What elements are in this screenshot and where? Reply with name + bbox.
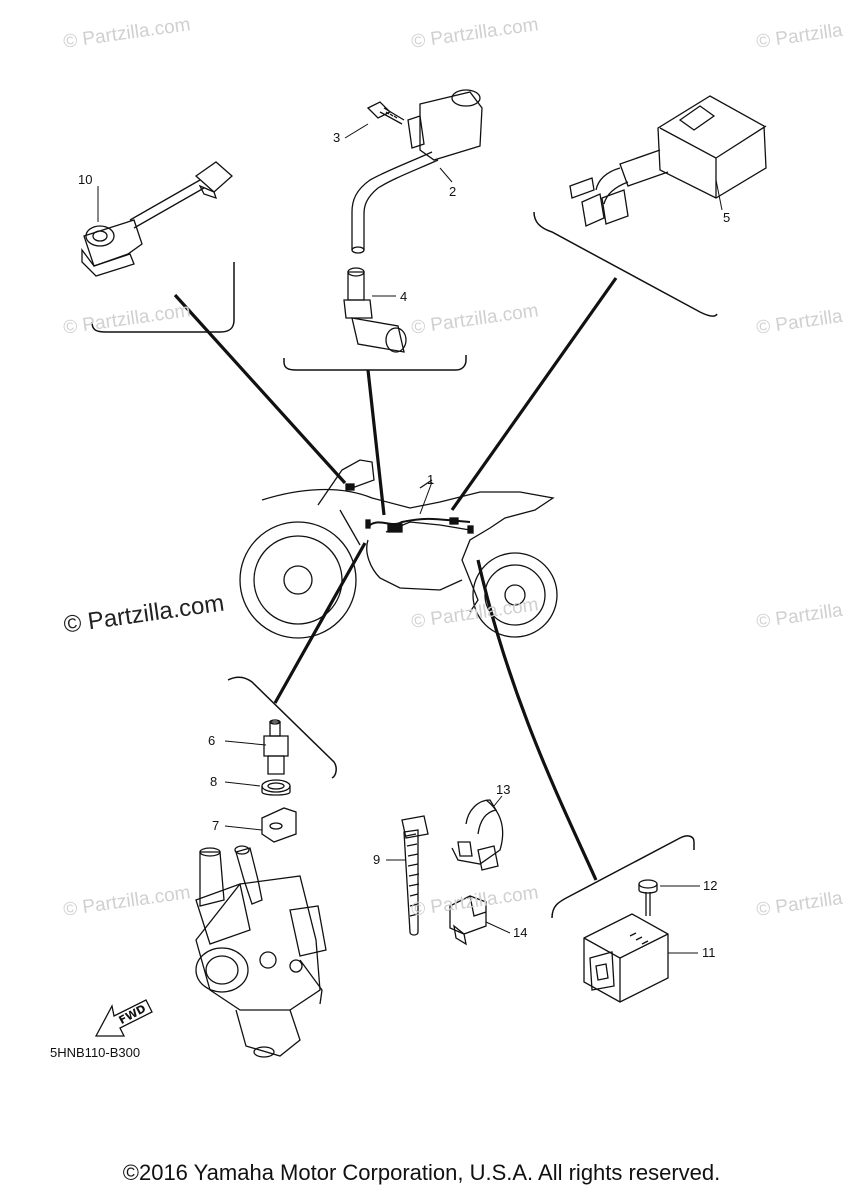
wire-harness-part-1 [345,479,474,534]
callout-3[interactable]: 3 [333,130,341,145]
callout-10[interactable]: 10 [78,172,93,187]
bolt-part-3 [366,101,405,125]
diagram-code: 5HNB110-B300 [50,1045,141,1060]
callout-13[interactable]: 13 [496,782,511,797]
callout-5[interactable]: 5 [723,210,731,225]
callout-1[interactable]: 1 [427,472,435,487]
ignition-coil-part-2 [351,89,483,254]
bracket-group-10 [91,262,347,485]
callout-12[interactable]: 12 [703,878,718,893]
callout-9[interactable]: 9 [373,852,381,867]
plug-cap-part-4 [343,267,407,353]
callout-7[interactable]: 7 [212,818,220,833]
callout-8[interactable]: 8 [210,774,218,789]
fitting-part-6 [263,719,289,775]
sensor-part-10 [81,161,233,277]
holder-part-14 [449,895,487,946]
callout-2[interactable]: 2 [449,184,457,199]
screw-part-12 [638,879,658,916]
bracket-part-7 [261,807,297,843]
clamp-part-13 [451,799,504,871]
cable-tie-part-9 [401,815,429,936]
bracket-group-6-8-7 [227,542,367,779]
callout-6[interactable]: 6 [208,733,216,748]
copyright-notice: ©2016 Yamaha Motor Corporation, U.S.A. A… [122,1160,721,1185]
carburetor-assembly [195,845,327,1058]
callout-11[interactable]: 11 [702,945,716,960]
bracket-group-2-4 [283,355,467,516]
callout-14[interactable]: 14 [513,925,528,940]
leader-lines [97,123,723,954]
gasket-part-8 [261,779,291,796]
bracket-group-5 [450,211,718,511]
bracket-group-11-12 [476,559,695,919]
callout-4[interactable]: 4 [400,289,408,304]
cdi-unit-part-5 [569,95,767,227]
regulator-part-11 [583,913,669,1003]
fwd-arrow-icon [94,999,153,1037]
